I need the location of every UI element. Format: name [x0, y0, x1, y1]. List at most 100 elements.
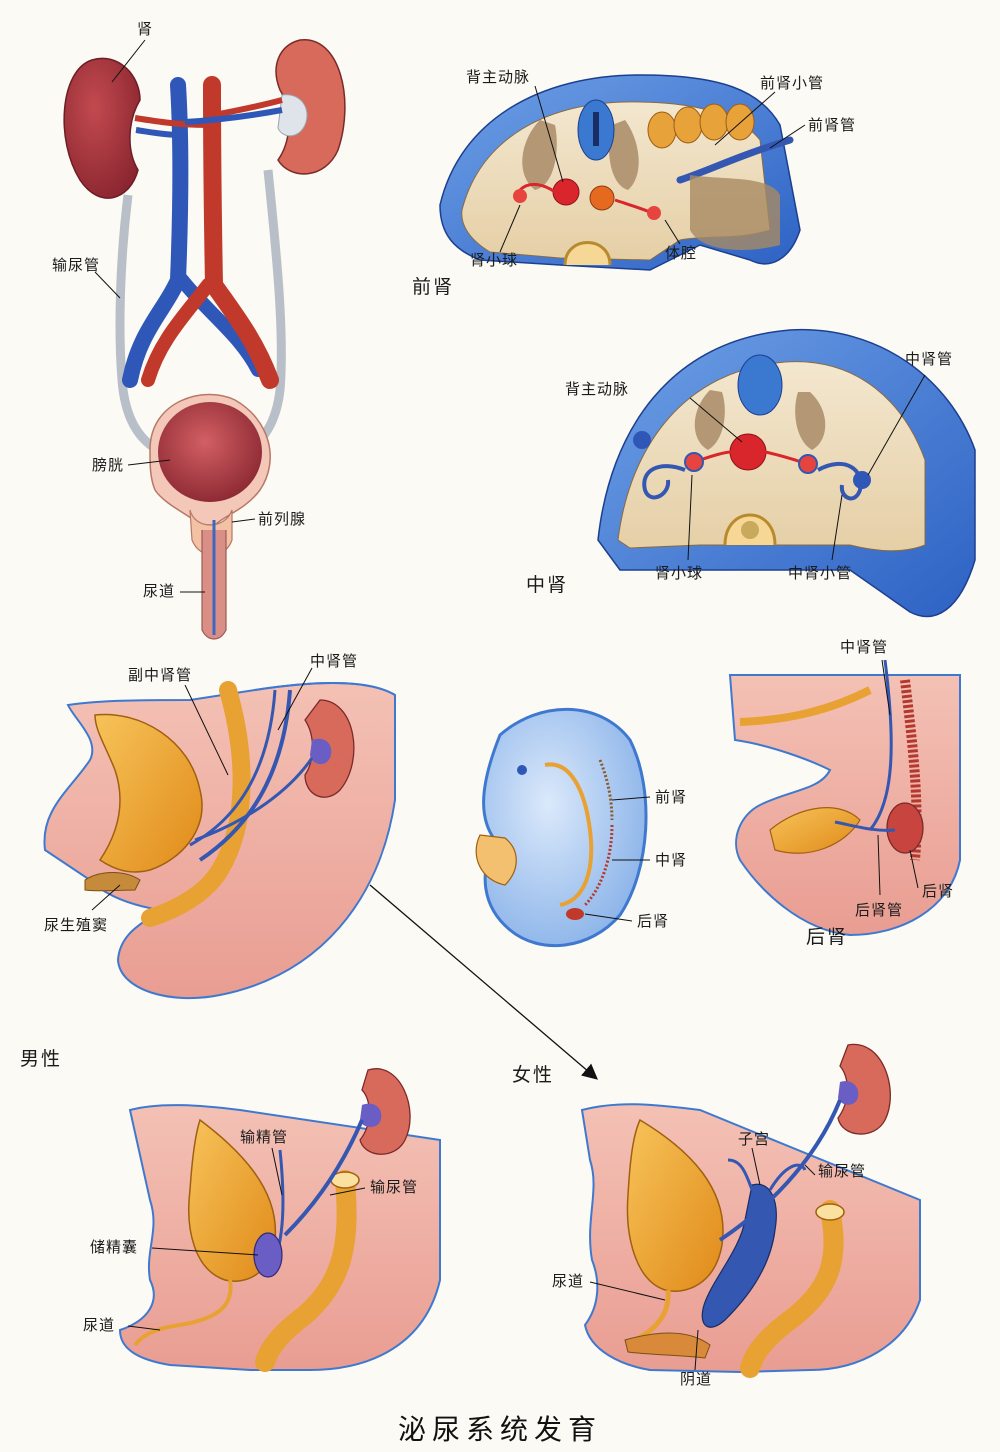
- meta-mesonephric-duct: [868, 659, 893, 831]
- label-meta-meso-duct: 中肾管: [840, 638, 889, 656]
- meso-glomerulus-right: [798, 454, 818, 474]
- bladder: [158, 402, 262, 502]
- leader-embryo-pro: [611, 796, 651, 801]
- adult-urinary-system: [63, 39, 346, 640]
- leader-kidney: [111, 39, 146, 83]
- development-arrow: [369, 884, 598, 1080]
- sinus-ureter: [194, 757, 314, 842]
- pronephros-aorta-left: [552, 178, 580, 206]
- label-meso-aorta: 背主动脉: [565, 380, 630, 398]
- leader-bladder: [127, 459, 171, 466]
- female-perineum: [624, 1332, 711, 1359]
- label-embryo-pro: 前肾: [655, 788, 688, 806]
- right-renal-vein: [184, 107, 283, 125]
- section-title-metanephros: 后肾: [806, 926, 849, 948]
- leader-meta-duct: [877, 834, 881, 896]
- label-male-vesicle: 储精囊: [90, 1238, 139, 1256]
- sinus-rectum: [141, 681, 251, 927]
- pronephros-coelom: [690, 175, 780, 250]
- meso-tubule-left: [642, 464, 686, 500]
- female-tube-left: [727, 1158, 754, 1191]
- left-iliac-artery: [141, 278, 215, 387]
- embryo-body: [482, 707, 648, 948]
- male-seminal-vesicle: [253, 1232, 283, 1278]
- right-kidney-pelvis: [277, 94, 308, 137]
- male-ureter: [283, 1119, 364, 1237]
- leader-male-ureter: [329, 1187, 366, 1196]
- leader-female-ureter: [804, 1164, 816, 1176]
- meta-bladder: [769, 807, 861, 854]
- leader-mesonephric: [277, 667, 313, 731]
- meta-allantois: [739, 686, 872, 726]
- pronephros-somite-left: [522, 120, 557, 190]
- embryo-metanephros: [566, 908, 584, 920]
- male-kidney-pelvis: [360, 1103, 382, 1128]
- label-urethra: 尿道: [143, 582, 176, 600]
- leader-pro-duct: [769, 124, 806, 149]
- left-renal-vein: [135, 127, 181, 138]
- pronephros-gut-tube: [563, 241, 612, 266]
- label-male-urethra: 尿道: [83, 1316, 116, 1334]
- embryo-yolk: [475, 834, 517, 886]
- leader-pro-glomerulus: [499, 204, 521, 253]
- neural-canal: [593, 112, 599, 146]
- label-male-ureter: 输尿管: [370, 1178, 419, 1196]
- label-meta-duct: 后肾管: [855, 901, 904, 919]
- female-uterus: [701, 1183, 777, 1328]
- meta-kidney: [886, 802, 924, 854]
- label-prostate: 前列腺: [258, 510, 307, 528]
- leader-female-vagina: [694, 1329, 699, 1371]
- pronephros-aorta-right: [589, 185, 615, 211]
- urogenital-sinus-panel: [43, 667, 396, 999]
- pronephros-tubules: [647, 103, 755, 149]
- embryo-eye: [517, 765, 527, 775]
- label-meta-kidney: 后肾: [922, 882, 955, 900]
- pronephros-glomerulus-tuft-right: [647, 206, 661, 220]
- leader-ureter: [94, 271, 121, 299]
- leader-paramesonephric: [184, 684, 229, 776]
- meso-tubule-right: [817, 462, 863, 501]
- meso-somite-left: [694, 390, 725, 450]
- leader-sinus: [91, 884, 121, 911]
- embryo-gut: [544, 762, 594, 907]
- label-pro-tubule: 前肾小管: [760, 74, 825, 92]
- male-urethra: [133, 1279, 233, 1347]
- leader-pro-coelom: [664, 219, 681, 245]
- sinus-kidney-pelvis: [310, 738, 332, 765]
- sinus-paramesonephric-duct: [189, 689, 277, 847]
- label-pro-duct: 前肾管: [808, 116, 857, 134]
- meso-gut-lumen: [741, 521, 759, 539]
- female-rectum: [740, 1200, 844, 1378]
- leader-female-uterus: [751, 1147, 761, 1186]
- label-mesonephric: 中肾管: [310, 652, 359, 670]
- sinus-wall-highlight: [254, 682, 396, 696]
- male-rectum: [255, 1170, 357, 1372]
- meso-somite-right: [795, 392, 826, 450]
- leader-meso-glomerulus: [687, 474, 693, 561]
- leader-pro-tubule: [714, 91, 776, 146]
- leader-embryo-meta: [584, 913, 633, 922]
- metanephros-panel: [728, 659, 961, 937]
- main-title: 泌尿系统发育: [397, 1413, 602, 1446]
- leader-meso-duct: [867, 374, 926, 476]
- mesonephros-body: [617, 361, 926, 552]
- meso-glomerulus-left-vessel: [699, 450, 733, 462]
- leader-female-urethra: [589, 1281, 666, 1301]
- mesonephros-section: [597, 329, 976, 618]
- female-panel: [580, 1043, 921, 1378]
- section-title-female: 女性: [512, 1064, 555, 1086]
- meta-ureter: [834, 820, 896, 832]
- sinus-mesonephric-duct: [198, 689, 292, 862]
- embryo-panel: [475, 707, 651, 948]
- label-male-vas: 输精管: [240, 1128, 289, 1146]
- meta-tissue: [728, 674, 961, 937]
- label-meso-tubule: 中肾小管: [788, 564, 853, 582]
- meso-duct-left: [633, 431, 651, 449]
- female-rectum-opening: [815, 1203, 845, 1221]
- pronephros-section: [439, 74, 806, 271]
- leader-meso-tubule: [831, 494, 843, 561]
- meta-mesonephros-strip: [900, 679, 922, 861]
- meso-neural-tube: [737, 354, 783, 416]
- leader-meso-aorta: [689, 397, 743, 443]
